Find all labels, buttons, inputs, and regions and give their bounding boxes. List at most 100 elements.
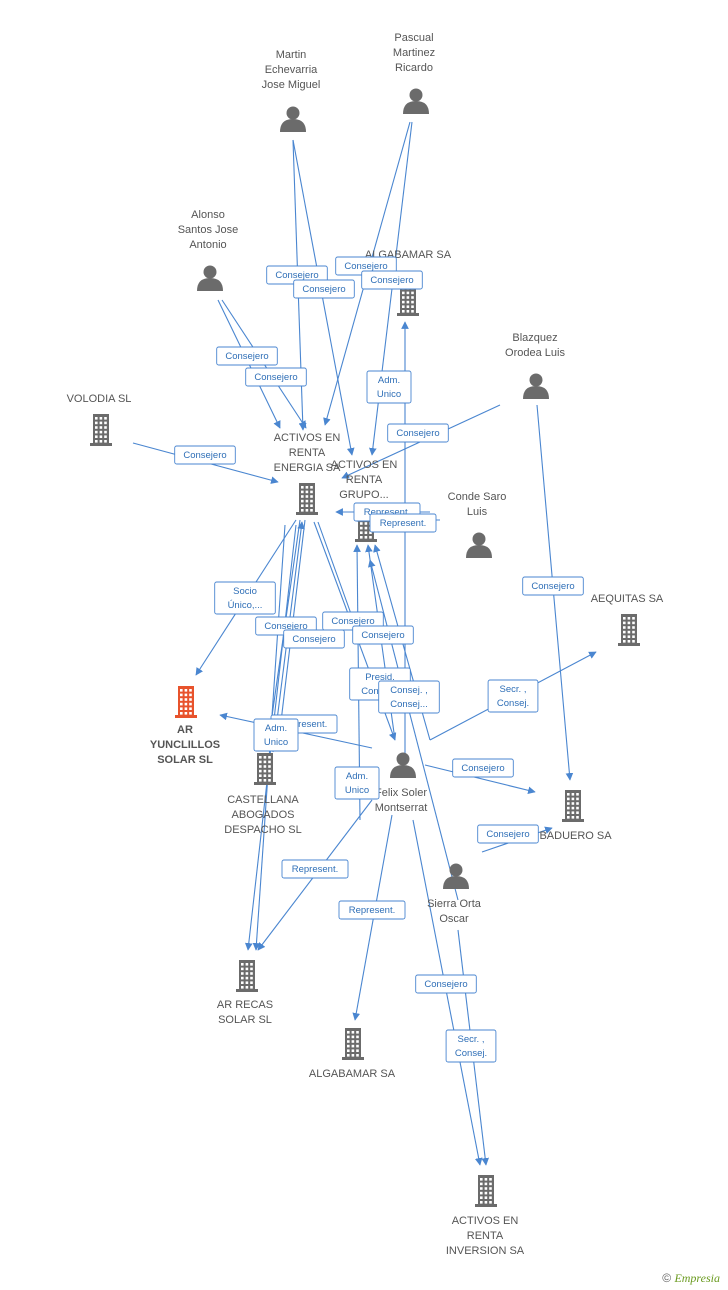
node-algabamar_bottom[interactable]: ALGABAMAR SA: [309, 1028, 396, 1080]
edge-label-e11[interactable]: Represent.: [369, 513, 437, 533]
edge-label-e8[interactable]: Consejero: [387, 423, 449, 443]
edge-label-e12[interactable]: Consejero: [522, 576, 584, 596]
edge-label-text: Unico: [377, 389, 401, 400]
person-icon: [523, 373, 549, 399]
node-label-line: Ricardo: [395, 62, 433, 74]
edge-label-e9[interactable]: Consejero: [174, 445, 236, 465]
edge-label-e5[interactable]: Consejero: [216, 346, 278, 366]
node-label-line: VOLODIA SL: [67, 393, 132, 405]
edge-label-e4[interactable]: Consejero: [361, 270, 423, 290]
edge-label-e25[interactable]: Consejero: [477, 824, 539, 844]
node-label: CASTELLANA ABOGADOS DESPACHO SL: [224, 794, 301, 836]
node-label-line: ACTIVOS EN: [331, 459, 398, 471]
edge-label-text: Presid.: [365, 672, 395, 683]
edge-label-box: [361, 270, 423, 290]
edge-label-text: Consejero: [344, 261, 387, 272]
edge-label-box: [452, 758, 514, 778]
edge-label-text: Represent.: [292, 864, 338, 875]
node-label-line: AEQUITAS SA: [591, 593, 664, 605]
node-aequitas[interactable]: AEQUITAS SA: [591, 593, 664, 646]
building-icon: [90, 414, 112, 446]
node-label-line: Antonio: [189, 239, 226, 251]
edge-label-text: Consejero: [461, 763, 504, 774]
node-label-line: Montserrat: [375, 802, 428, 814]
edge-label-box: [334, 766, 380, 800]
edge-label-e13[interactable]: SocioÚnico,...: [214, 581, 276, 615]
node-castellana[interactable]: CASTELLANA ABOGADOS DESPACHO SL: [224, 753, 302, 836]
edge-label-e17[interactable]: Consejero: [352, 625, 414, 645]
edge-e23: [424, 764, 536, 795]
node-label-line: ALGABAMAR SA: [309, 1068, 396, 1080]
node-volodia[interactable]: VOLODIA SL: [67, 393, 132, 446]
edge-label-e7[interactable]: Adm. Unico: [366, 370, 412, 404]
edge-label-box: [378, 680, 440, 714]
node-label-line: ACTIVOS EN: [452, 1215, 519, 1227]
edge-label-text: Consejero: [302, 284, 345, 295]
edge-label-e29[interactable]: Secr. ,Consej.: [445, 1029, 497, 1063]
node-label: VOLODIA SL: [67, 393, 132, 405]
node-label-line: Alonso: [191, 209, 225, 221]
edge-e16: [317, 521, 357, 626]
edge-label-e1[interactable]: Consejero: [266, 265, 328, 285]
node-label-line: SOLAR SL: [218, 1014, 272, 1026]
edge-label-e15[interactable]: Consejero: [283, 629, 345, 649]
edge-label-e23[interactable]: Consejero: [452, 758, 514, 778]
edge-label-text: Consej.: [497, 698, 529, 709]
node-label-line: INVERSION SA: [446, 1245, 525, 1257]
edge-label-e6[interactable]: Consejero: [245, 367, 307, 387]
node-label-line: CASTELLANA: [227, 794, 299, 806]
node-label-line: RENTA: [346, 474, 383, 486]
edge-label-text: Secr. ,: [500, 684, 527, 695]
edge-label-box: [352, 625, 414, 645]
edge-label-e20[interactable]: Secr. , Consej.: [487, 679, 539, 713]
building-icon: [342, 1028, 364, 1060]
edge-label-text: Unico: [345, 785, 369, 796]
edge-label-e26[interactable]: Represent.: [281, 859, 349, 879]
building-icon: [175, 686, 197, 718]
edge-label-box: [216, 346, 278, 366]
edge-label-text: Consejero: [292, 634, 335, 645]
footer-brand[interactable]: © Empresia: [662, 1271, 720, 1286]
edge-label-text: Consej.: [455, 1048, 487, 1059]
edge-label-e19[interactable]: Consej. ,Consej...: [378, 680, 440, 714]
edge-label-box: [281, 859, 349, 879]
edge-label-e28[interactable]: Consejero: [415, 974, 477, 994]
edge-label-e27[interactable]: Represent.: [338, 900, 406, 920]
edge-label-text: Adm.: [378, 375, 400, 386]
node-label: IBADUERO SA: [536, 830, 612, 842]
node-label-line: ABOGADOS: [232, 809, 295, 821]
edge-label-box: [477, 824, 539, 844]
edge-label-text: Consejero: [361, 630, 404, 641]
node-ibaduero[interactable]: IBADUERO SA: [536, 790, 612, 842]
person-icon: [280, 106, 306, 132]
node-label-line: SOLAR SL: [157, 754, 213, 766]
edge-label-e24[interactable]: Adm.Unico: [334, 766, 380, 800]
edge-label-e2[interactable]: Consejero: [293, 279, 355, 299]
edge-label-text: Consej...: [390, 699, 428, 710]
edge-label-box: [369, 513, 437, 533]
edge-label-e22[interactable]: Adm.Unico: [253, 718, 299, 752]
node-label-line: DESPACHO SL: [224, 824, 301, 836]
node-label-line: Jose Miguel: [262, 79, 321, 91]
node-label-line: Sierra Orta: [427, 898, 482, 910]
building-icon: [296, 483, 318, 515]
